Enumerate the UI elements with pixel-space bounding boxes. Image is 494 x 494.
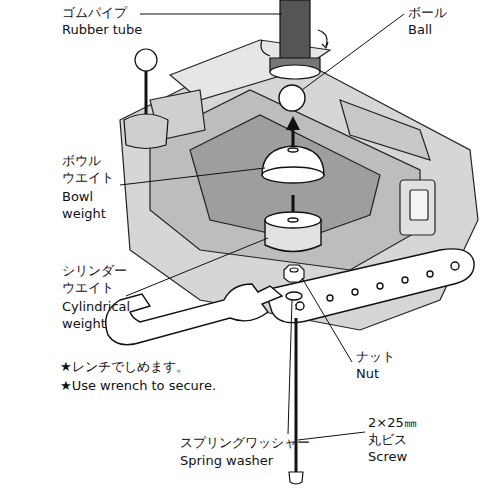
part-label-en: Ball xyxy=(408,21,488,38)
part-label-ja: シリンダー ウエイト xyxy=(62,262,136,296)
part-label-ja: スプリングワッシャー xyxy=(180,434,350,451)
bowl-weight xyxy=(262,146,324,183)
left-roller-stud xyxy=(124,49,168,149)
part-label-en: Bowl weight xyxy=(62,188,132,222)
part-label-en: Rubber tube xyxy=(62,21,172,38)
note-text: ★レンチでしめます。 xyxy=(60,358,260,375)
part-label-ja: ボウル ウエイト xyxy=(62,152,122,186)
cylindrical-weight xyxy=(265,195,321,252)
part-label-en: Cylindrical weight xyxy=(62,298,136,332)
front-plate xyxy=(265,249,474,323)
part-label-en: Nut xyxy=(356,365,436,382)
part-label-ja: ナット xyxy=(356,348,436,365)
part-label-ja: ゴムパイプ xyxy=(62,4,152,21)
rubber-tube xyxy=(261,0,328,79)
spring-washer xyxy=(286,292,302,300)
note-text: ★Use wrench to secure. xyxy=(60,377,280,394)
part-label-en: Screw xyxy=(368,448,448,465)
nut xyxy=(284,265,304,282)
chassis xyxy=(120,40,478,330)
part-label-en: Spring washer xyxy=(180,452,330,469)
part-label-ja: 2×25㎜ 丸ビス xyxy=(368,414,432,448)
ball xyxy=(279,85,305,111)
part-label-ja: ボール xyxy=(408,4,488,21)
assembly-arrow xyxy=(286,116,300,150)
